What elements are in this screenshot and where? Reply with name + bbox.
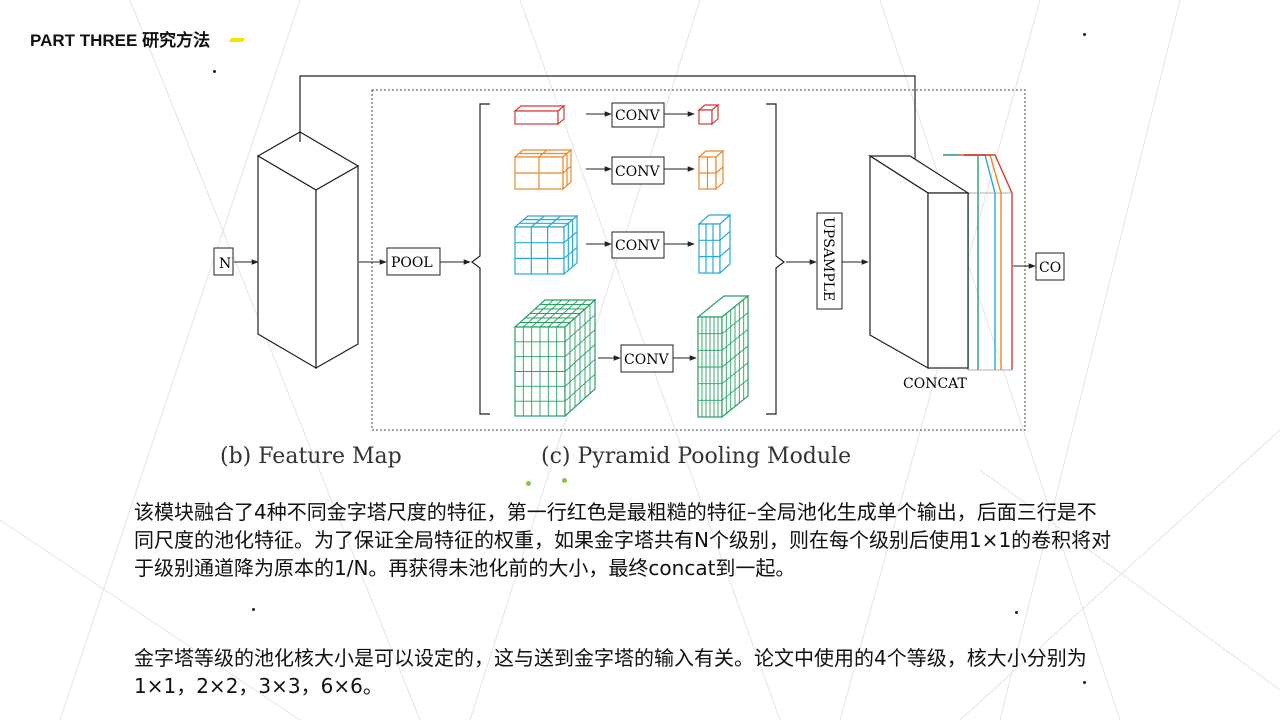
output-partial-box: CO [1035,252,1065,281]
decor-dot [1015,611,1018,614]
conv-box: CONV [611,231,665,259]
concat-block [867,154,971,370]
pool-level-4-input [513,298,597,418]
svg-text:N: N [219,256,231,272]
svg-text:UPSAMPLE: UPSAMPLE [820,217,836,301]
feature-map-block [256,131,360,370]
decor-dot [526,481,531,486]
decor-dot [252,608,255,611]
svg-text:CONV: CONV [624,352,669,368]
svg-text:CONV: CONV [615,238,660,254]
pool-level-2-output [697,149,725,191]
decor-dot [1083,681,1086,684]
svg-text:POOL: POOL [391,255,433,271]
svg-text:CONV: CONV [615,108,660,124]
description-paragraph-1: 该模块融合了4种不同金字塔尺度的特征，第一行红色是最粗糙的特征–全局池化生成单个… [134,500,1112,580]
conv-box: CONV [620,344,674,373]
conv-box: CONV [611,156,665,185]
upsample-box: UPSAMPLE [816,212,843,310]
pool-box: POOL [386,247,441,276]
caption-ppm: (c) Pyramid Pooling Module [541,444,851,469]
svg-text:CONV: CONV [615,164,660,180]
pool-level-3-input [513,214,579,276]
input-partial-box: N [213,247,234,276]
svg-text:CO: CO [1039,260,1061,276]
decor-dot [213,70,216,73]
conv-box: CONV [611,102,665,128]
section-header: PART THREE 研究方法 [30,31,211,50]
decor-dot [1083,33,1086,36]
decor-dot [562,478,567,483]
caption-feature-map: (b) Feature Map [220,444,402,469]
pool-level-4-output [696,294,750,419]
ppm-region [371,89,1026,431]
pool-level-1-input [513,104,566,126]
pool-level-3-output [697,213,732,275]
concat-label: CONCAT [903,376,967,392]
pool-level-1-output [697,103,720,126]
description-paragraph-2: 金字塔等级的池化核大小是可以设定的，这与送到金字塔的输入有关。论文中使用的4个等… [134,646,1087,698]
pool-level-2-input [513,148,573,191]
